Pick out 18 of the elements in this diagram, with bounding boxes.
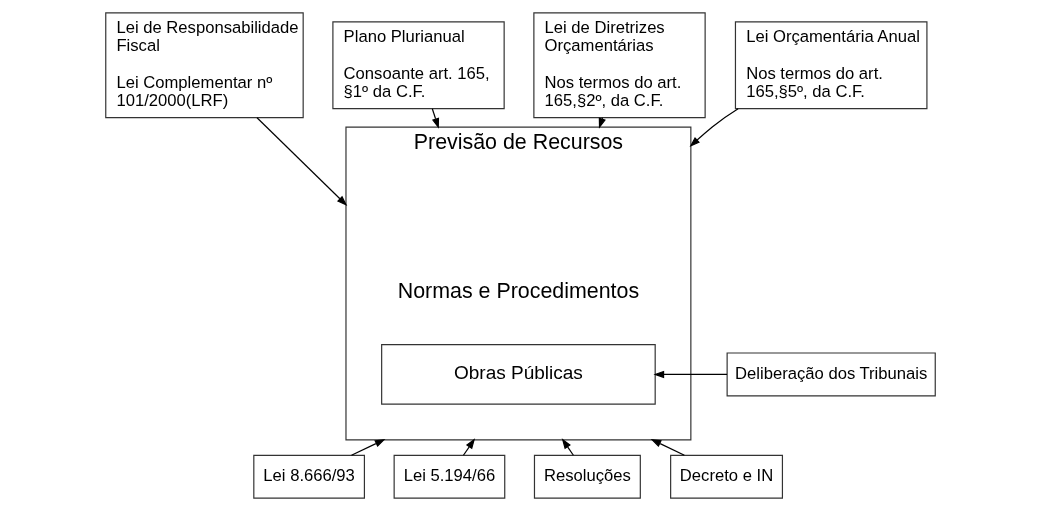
node-box: Decreto e IN	[669, 454, 783, 499]
arrow	[462, 438, 475, 456]
arrow	[431, 108, 439, 129]
node-box: Deliberação dos Tribunais	[726, 352, 936, 397]
arrow	[650, 439, 685, 456]
arrow	[598, 117, 606, 129]
node-box: Resoluções	[533, 454, 641, 499]
arrow	[255, 117, 347, 206]
arrow	[561, 438, 574, 456]
arrow	[350, 439, 385, 456]
node-box: Lei 5.194/66	[393, 454, 505, 499]
node-box: Lei Orçamentária Anual Nos termos do art. 165,§5º, da C.F.	[734, 21, 927, 110]
node-box: Lei de Responsabilidade Fiscal Lei Complementar nº 101/2000(LRF)	[104, 12, 304, 119]
node-box: Lei 8.666/93	[252, 454, 365, 499]
arrow	[689, 108, 739, 147]
arrow	[652, 370, 728, 379]
node-box: Obras Públicas	[380, 344, 656, 405]
node-box: Plano Plurianual Consoante art. 165, §1º da C.F.	[331, 21, 505, 110]
